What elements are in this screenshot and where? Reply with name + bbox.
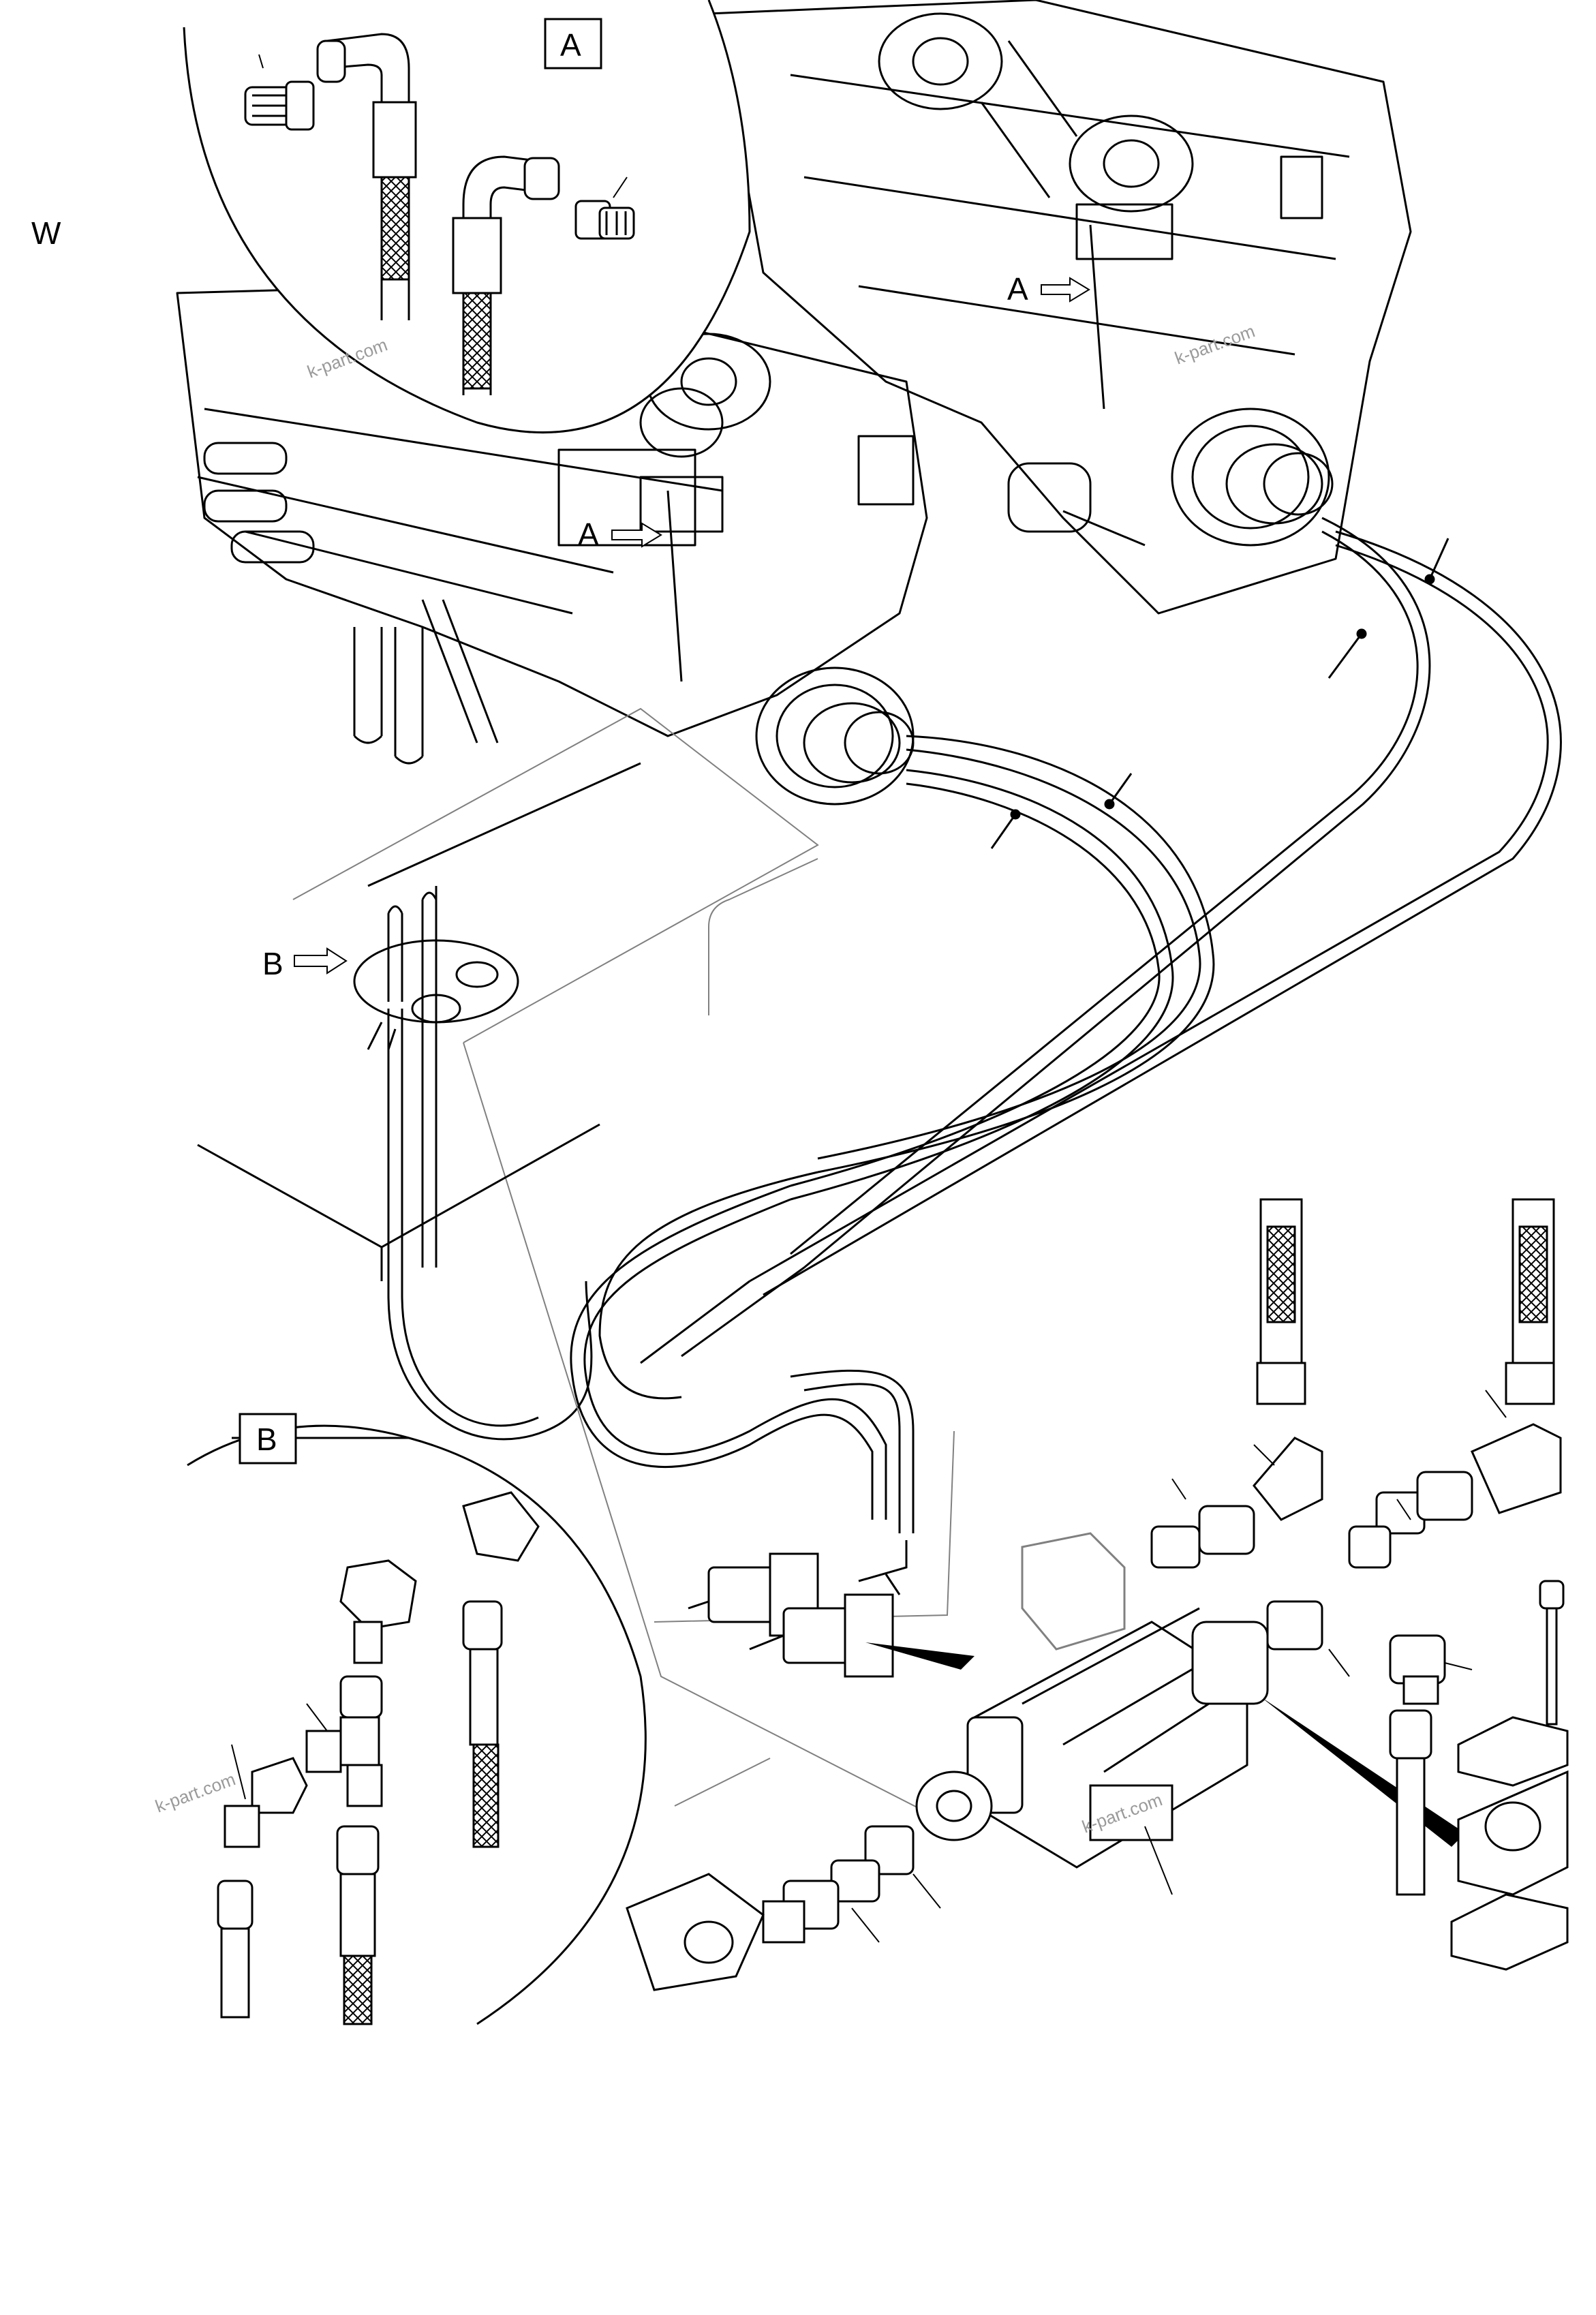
valve-block — [688, 1540, 908, 1678]
elbow-hose-fitting-icon — [452, 155, 560, 395]
engine-assembly — [176, 0, 1412, 806]
filter-assembly — [626, 1198, 1569, 1991]
b-port-fittings — [353, 886, 519, 1050]
detail-a-box — [544, 18, 602, 70]
plug-fitting-icon — [244, 80, 315, 131]
pointer-wedge — [865, 1642, 975, 1670]
elbow-fitting-icon — [251, 1757, 308, 1814]
arrow-a-rear-label: A — [1007, 271, 1028, 307]
leader-lines — [851, 1390, 1507, 1943]
plug-fitting-icon — [574, 200, 635, 240]
detail-a-view: A — [183, 0, 751, 433]
detail-b-box — [239, 1413, 297, 1465]
arrow-b-label: B — [262, 946, 283, 981]
detail-b-view: B — [187, 1413, 647, 2025]
arrow-a-rear: A — [1007, 271, 1090, 307]
arrow-a-front: A — [578, 517, 662, 552]
detail-b-box-label: B — [256, 1422, 277, 1457]
watermark: k-part.com — [1172, 320, 1258, 368]
arrow-a-front-label: A — [578, 517, 599, 552]
elbow-hose-fitting-icon — [316, 33, 417, 320]
tee-fitting-icon — [339, 1559, 417, 1630]
tank-top — [197, 762, 641, 1281]
hose-bundle — [387, 517, 1562, 1533]
arrow-b: B — [262, 946, 348, 981]
elbow-fitting-icon — [462, 1491, 540, 1562]
pointer-wedge — [1261, 1697, 1465, 1847]
detail-a-box-label: A — [560, 27, 581, 63]
page-letter: W — [31, 215, 61, 251]
